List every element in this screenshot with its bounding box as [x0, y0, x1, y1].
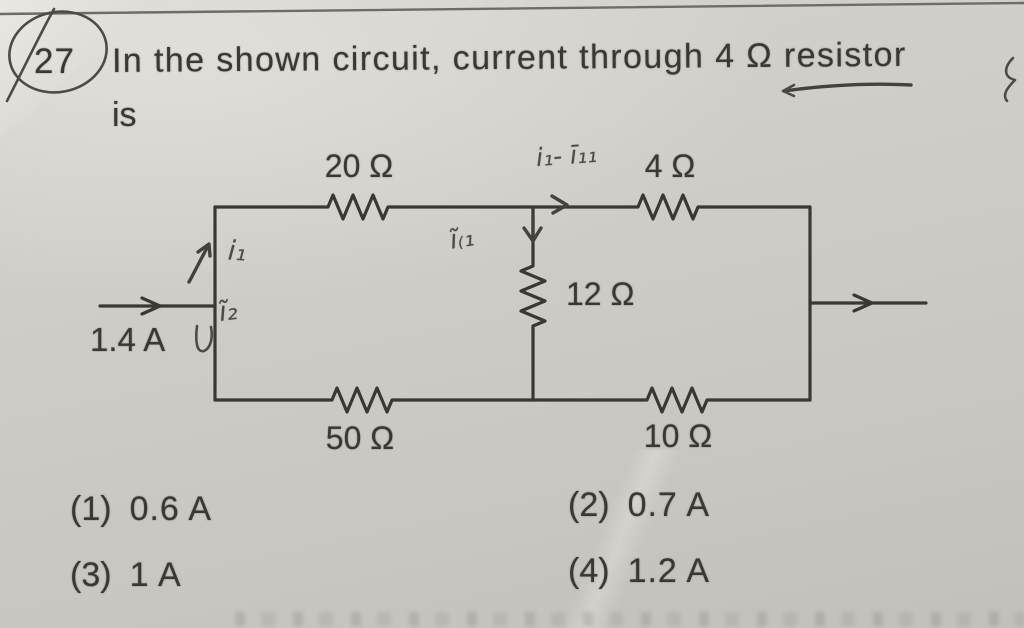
annotation-margin-squiggle — [1003, 56, 1017, 103]
resistor-20-label: 20 Ω — [324, 148, 394, 184]
option-4-label: (4) — [568, 552, 610, 590]
option-3-label: (3) — [70, 556, 112, 594]
top-rule-line — [0, 1, 1024, 16]
resistor-4-symbol — [629, 193, 707, 221]
resistor-50-label: 50 Ω — [325, 420, 395, 456]
option-4-value: 1.2 A — [627, 552, 711, 590]
option-3-value: 1 A — [129, 556, 182, 594]
resistor-50-symbol — [323, 386, 401, 414]
handwritten-down-arrowhead — [522, 226, 543, 243]
question-number-circle — [8, 10, 108, 94]
option-3: (3) 1 A — [70, 556, 182, 595]
option-1-value: 0.6 A — [129, 490, 213, 528]
option-1: (1) 0.6 A — [70, 490, 212, 529]
paper-crease — [470, 450, 770, 628]
option-2-label: (2) — [568, 486, 610, 524]
resistor-20-symbol — [319, 193, 397, 221]
question-text-line2: is — [112, 96, 137, 134]
output-arrowhead — [852, 293, 874, 313]
resistor-10-symbol — [638, 386, 716, 414]
resistor-10-label: 10 Ω — [643, 418, 713, 454]
handwritten-up-arrowhead — [196, 242, 212, 258]
handwritten-u-mark — [194, 324, 214, 353]
handwritten-up-arrow — [187, 244, 210, 284]
question-number: 27 — [34, 42, 75, 81]
question-number-slash — [5, 7, 56, 103]
question-text-line1: In the shown circuit, current through 4 … — [111, 35, 907, 80]
annotation-underline — [782, 82, 913, 93]
annotation-middle-current: ĩ₍₁ — [447, 222, 477, 256]
option-2: (2) 0.7 A — [568, 486, 710, 525]
option-4: (4) 1.2 A — [568, 552, 710, 591]
annotation-left-current-up: i₁ — [226, 235, 248, 268]
annotation-left-current-down: ĩ₂ — [217, 294, 240, 329]
source-current-label: 1.4 A — [90, 321, 166, 358]
resistor-4-label: 4 Ω — [644, 148, 696, 184]
option-1-label: (1) — [70, 490, 112, 528]
resistor-12-label: 12 Ω — [566, 276, 635, 312]
annotation-top-current: i₁- ī₁₁ — [535, 138, 598, 173]
annotation-underline-hook — [781, 83, 796, 98]
option-2-value: 0.7 A — [627, 486, 711, 524]
input-arrowhead — [140, 296, 162, 316]
resistor-12-symbol — [519, 258, 547, 334]
handwritten-right-chevron — [550, 194, 569, 215]
next-line-ghost — [235, 612, 1024, 626]
